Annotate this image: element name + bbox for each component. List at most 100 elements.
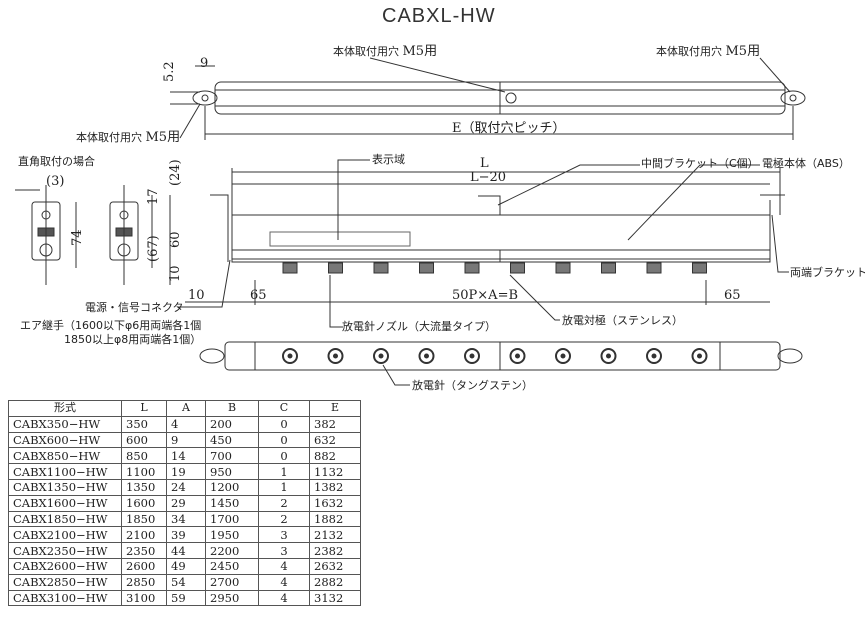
dim-65-right: 65 — [724, 288, 741, 303]
table-cell: 0 — [258, 447, 310, 465]
dim-L: L — [480, 156, 489, 171]
table-cell: 44 — [166, 542, 206, 559]
needle-tip — [333, 353, 338, 359]
table-cell: 3100 — [121, 589, 167, 607]
table-cell: CABX2850−HW — [8, 573, 122, 591]
dim-E: E（取付穴ピッチ） — [452, 121, 566, 136]
table-cell: 1950 — [205, 526, 259, 544]
table-cell: 54 — [166, 573, 206, 591]
hole-label-mid: 本体取付用穴 M5用 — [333, 44, 438, 59]
nozzle — [373, 262, 389, 274]
table-cell: 2882 — [309, 573, 361, 591]
table-cell: 382 — [309, 415, 361, 433]
table-cell: 2850 — [121, 573, 167, 591]
dim-17: 17 — [146, 188, 161, 205]
table-cell: 4 — [166, 415, 206, 433]
label-display-area: 表示域 — [372, 153, 405, 166]
table-cell: 4 — [258, 557, 310, 575]
table-cell: CABX1100−HW — [8, 463, 122, 480]
table-cell: 2 — [258, 494, 310, 512]
table-cell: 1600 — [121, 494, 167, 512]
needle — [282, 348, 298, 364]
needle-tip — [560, 353, 566, 359]
table-cell: CABX350−HW — [8, 415, 122, 433]
table-cell: CABX2350−HW — [8, 542, 122, 559]
dim-10-vert: 10 — [168, 265, 183, 282]
table-cell: 3 — [258, 526, 310, 544]
dim-10-horiz: 10 — [188, 288, 205, 303]
nozzle — [464, 262, 480, 274]
table-cell: 850 — [121, 447, 167, 465]
column-header: L — [121, 400, 167, 417]
needle-tip — [287, 353, 293, 359]
table-cell: 0 — [258, 415, 310, 433]
dim-67: (67) — [146, 235, 161, 262]
needle — [555, 348, 571, 364]
table-cell: 19 — [166, 463, 206, 480]
needle-tip — [606, 353, 611, 359]
table-cell: CABX850−HW — [8, 447, 122, 465]
nozzle — [328, 262, 343, 274]
label-connector: 電源・信号コネクタ — [85, 301, 184, 314]
table-cell: 4 — [258, 589, 310, 607]
table-cell: 882 — [309, 447, 361, 465]
needle — [600, 348, 617, 364]
table-cell: 1632 — [309, 494, 361, 512]
needle-tip — [697, 353, 702, 359]
table-cell: 2632 — [309, 557, 361, 575]
table-cell: 700 — [205, 447, 259, 465]
table-cell: CABX2600−HW — [8, 557, 122, 575]
label-air-2: 1850以上φ8用両端各1個） — [64, 333, 202, 346]
nozzle — [692, 262, 707, 274]
dim-5-2: 5.2 — [162, 61, 177, 82]
table-cell: 950 — [205, 463, 259, 480]
nozzle — [510, 262, 525, 274]
side-views — [15, 185, 153, 285]
table-cell: 24 — [166, 478, 206, 496]
table-cell: CABX1600−HW — [8, 494, 122, 512]
table-cell: 4 — [258, 573, 310, 591]
front-view — [169, 159, 789, 328]
side-caption: 直角取付の場合 — [18, 155, 95, 168]
table-cell: 9 — [166, 431, 206, 449]
table-cell: 2100 — [121, 526, 167, 544]
drawing-title: CABXL-HW — [382, 5, 496, 27]
table-cell: CABX1350−HW — [8, 478, 122, 496]
table-cell: 1132 — [309, 463, 361, 480]
table-cell: 2132 — [309, 526, 361, 544]
table-cell: 3 — [258, 542, 310, 559]
nozzle-row — [282, 262, 707, 274]
table-cell: CABX2100−HW — [8, 526, 122, 544]
table-cell: 1850 — [121, 510, 167, 528]
nozzle — [282, 262, 298, 274]
table-cell: 632 — [309, 431, 361, 449]
needle-row — [282, 348, 708, 364]
table-cell: 49 — [166, 557, 206, 575]
hole-label-left: 本体取付用穴 M5用 — [76, 130, 181, 145]
needle — [646, 348, 662, 364]
table-cell: 1200 — [205, 478, 259, 496]
hole-label-right: 本体取付用穴 M5用 — [656, 44, 761, 59]
table-cell: 1382 — [309, 478, 361, 496]
table-cell: 1100 — [121, 463, 167, 480]
table-cell: 2600 — [121, 557, 167, 575]
dim-60: 60 — [168, 231, 183, 248]
table-cell: 2950 — [205, 589, 259, 607]
table-cell: 1450 — [205, 494, 259, 512]
needle — [509, 348, 526, 364]
column-header: C — [258, 400, 310, 417]
nozzle — [601, 262, 616, 274]
table-cell: 59 — [166, 589, 206, 607]
